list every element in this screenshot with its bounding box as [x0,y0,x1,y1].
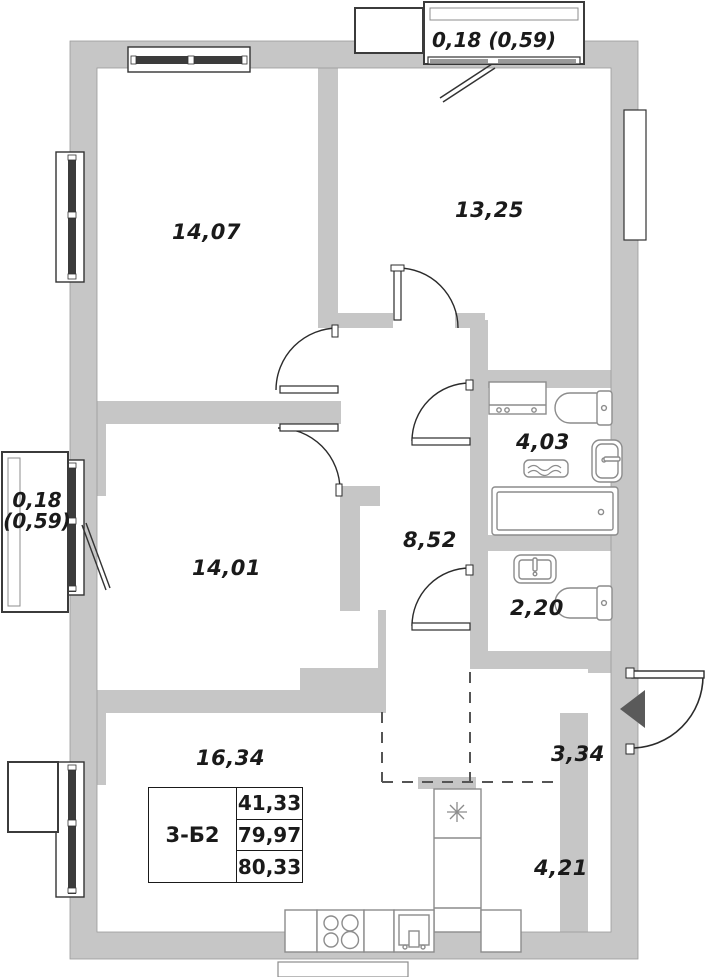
room-area-bedroom-top-left: 14,07 [172,220,241,244]
window-left-upper [55,151,85,283]
fixture-sink-bathroom [591,439,623,483]
fixture-toilet-wc [554,585,613,621]
window-top-left-bedroom [127,46,251,73]
unit-area-values: 41,33 79,97 80,33 [237,788,302,882]
unit-code: 3-Б2 [149,788,237,882]
balcony-top-label: 0,18 (0,59) [432,30,556,51]
balcony-top-coefficient: (0,59) [488,28,556,52]
balcony-top-area: 0,18 [432,28,482,52]
window-left-lower-exterior-box [7,761,59,833]
window-right-upper [623,109,647,241]
room-area-kitchen: 4,21 [534,856,588,880]
fixture-washing-machine [488,381,547,415]
balcony-left-label: 0,18 (0,59) [0,490,74,532]
fixture-sink-wc [513,554,557,584]
unit-info-table: 3-Б2 41,33 79,97 80,33 [148,787,303,883]
balcony-bottom-slab [277,961,409,977]
room-area-entrance-hall: 3,34 [551,742,605,766]
fixture-kitchen-counter [363,909,395,953]
fixture-toilet-bathroom [554,390,613,426]
unit-area-total: 79,97 [237,820,302,852]
fixture-kitchen-cabinet-left [284,909,318,953]
fixture-kitchen-sink [393,909,435,953]
balcony-left [1,451,69,613]
window-left-lower [55,761,85,898]
unit-area-with-balcony: 80,33 [237,854,302,879]
room-area-bedroom-top-right: 13,25 [455,198,524,222]
balcony-left-area: 0,18 [12,488,62,512]
fixture-bathtub [491,486,619,536]
fixture-refrigerator [433,788,482,933]
room-area-hallway-main: 8,52 [403,528,457,552]
doors-group [275,264,705,755]
room-area-living-room: 16,34 [196,746,265,770]
room-area-bedroom-middle-left: 14,01 [192,556,261,580]
balcony-top [354,1,585,103]
unit-area-living: 41,33 [237,788,302,820]
fixture-kitchen-cabinet-right [480,909,522,953]
room-area-bathroom: 4,03 [516,430,570,454]
entrance-direction-arrow [620,690,645,728]
fixture-towel-rail [523,459,569,478]
balcony-left-coefficient: (0,59) [3,509,71,533]
room-boundary-dashed-lines [381,672,560,783]
room-area-wc: 2,20 [510,596,564,620]
fixture-stove [316,909,365,953]
